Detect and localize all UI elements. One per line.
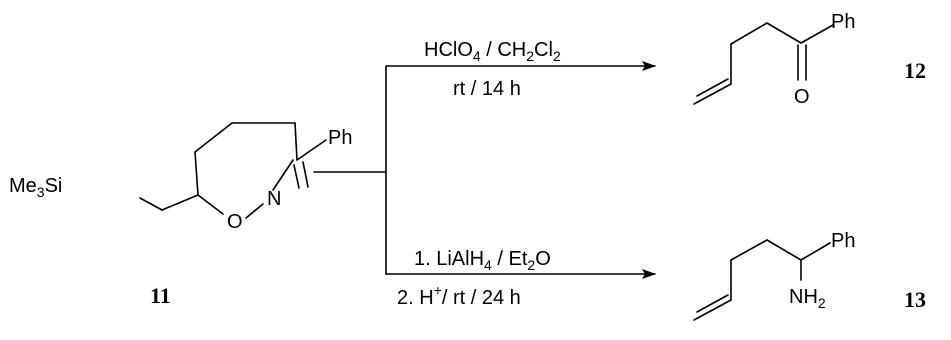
compound-12-number: 12 xyxy=(904,58,926,83)
trimethylsilyl-label: Me3Si xyxy=(9,175,62,200)
compound-11-number: 11 xyxy=(150,283,171,308)
lower-conditions-line1: 1. LiAlH4 / Et2O xyxy=(414,248,551,273)
compound-13-structure xyxy=(693,239,831,321)
compound-11-oxygen-label: O xyxy=(227,211,243,233)
lower-conditions-line2: 2. H+/ rt / 24 h xyxy=(397,282,521,309)
compound-11-structure xyxy=(139,122,327,219)
compound-13-number: 13 xyxy=(904,287,926,312)
branching-arrows xyxy=(313,61,656,279)
compound-11-phenyl-label: Ph xyxy=(328,127,352,149)
compound-12-structure xyxy=(693,22,834,105)
compound-12-oxygen-label: O xyxy=(794,86,810,108)
upper-conditions-line2: rt / 14 h xyxy=(453,78,521,100)
compound-12-phenyl-label: Ph xyxy=(831,11,855,33)
compound-13-phenyl-label: Ph xyxy=(831,230,855,252)
upper-conditions-line1: HClO4 / CH2Cl2 xyxy=(424,39,561,64)
compound-13-amine-label: NH2 xyxy=(789,286,826,311)
compound-11-nitrogen-label: N xyxy=(267,188,281,210)
